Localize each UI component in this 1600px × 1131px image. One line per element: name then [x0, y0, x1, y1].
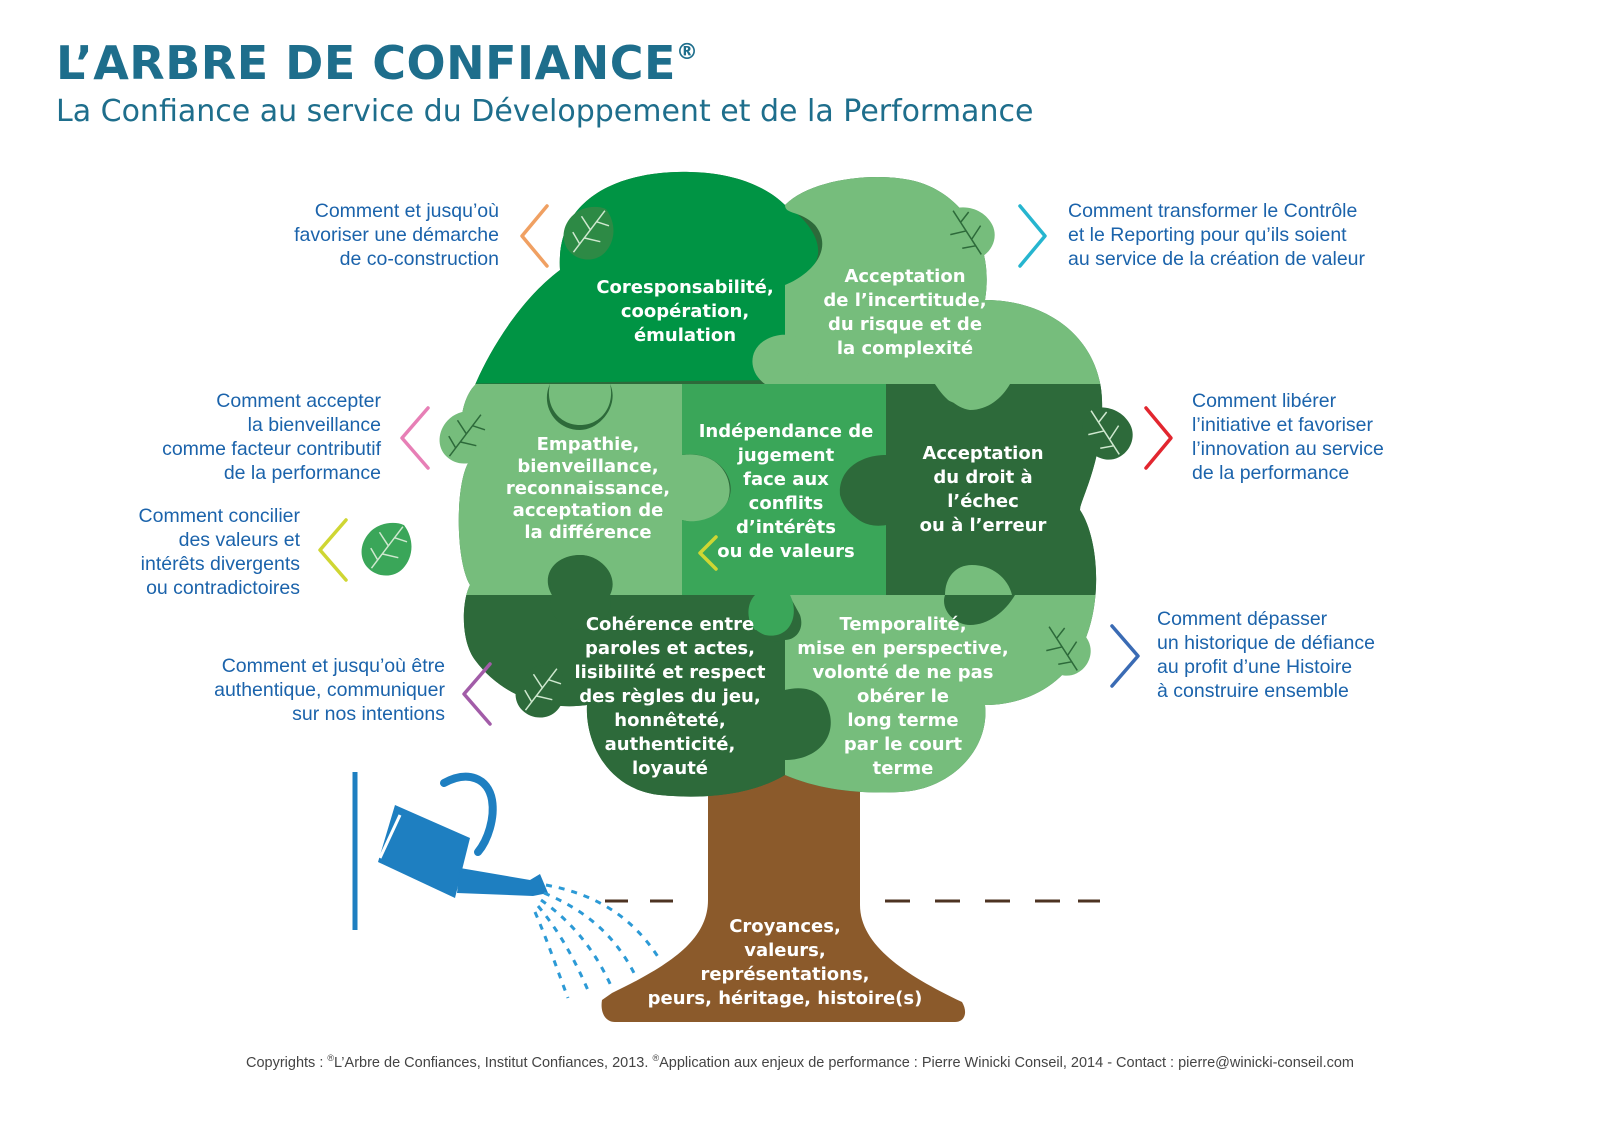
piece-text-line: du risque et de — [828, 314, 982, 335]
piece-text-line: mise en perspective, — [797, 638, 1008, 659]
piece-text-line: la différence — [524, 522, 651, 543]
piece-text-line: ou à l’erreur — [920, 515, 1047, 536]
text-center: Indépendance de jugement face aux conflits d… — [699, 421, 874, 562]
chevron-left-icon-pink — [400, 406, 430, 470]
text-mid-left: Empathie,bienveillance,reconnaissance,ac… — [506, 434, 670, 543]
footer-copyright: Copyrights : ®L’Arbre de Confiances, Ins… — [246, 1053, 1354, 1071]
chevron-left-icon-lime — [318, 518, 348, 582]
chevron-right-icon-cyan — [1018, 204, 1047, 268]
chevron-right-icon-red — [1144, 406, 1173, 470]
leaf-icon — [505, 653, 578, 728]
piece-text-line: reconnaissance, — [506, 478, 670, 499]
piece-text-line: peurs, héritage, histoire(s) — [648, 988, 923, 1009]
leaf-icon — [429, 399, 502, 474]
piece-text-line: Indépendance de — [699, 421, 874, 442]
text-bottom-right: Temporalité, mise en perspective, volonté … — [797, 614, 1008, 779]
piece-text-line: conflits — [749, 493, 824, 514]
question-controle-reporting: Comment transformer le Contrôle et le Re… — [1068, 200, 1366, 270]
puzzle-tab-lower-right — [945, 565, 1012, 595]
text-mid-right: Acceptation du droit à l’échec ou à l’erreu… — [920, 443, 1047, 536]
piece-text-line: volonté de ne pas — [813, 662, 994, 683]
piece-text-line: valeurs, — [744, 940, 826, 961]
piece-text-line: Cohérence entre — [586, 614, 754, 635]
puzzle-tab-lower-left — [550, 555, 612, 595]
piece-text-line: terme — [873, 758, 934, 779]
text-top-right: Acceptation de l’incertitude, du risque et… — [823, 266, 986, 359]
puzzle-tab-bottom — [748, 595, 794, 636]
question-historique-defiance: Comment dépasser un historique de défian… — [1157, 608, 1375, 702]
question-authenticite: Comment et jusqu’où être authentique, co… — [214, 655, 445, 725]
piece-text-line: ou de valeurs — [717, 541, 854, 562]
leaf-icon — [932, 195, 1005, 270]
piece-mid-right — [839, 384, 1103, 595]
chevron-left-icon-purple — [462, 662, 492, 726]
piece-text-line: par le court — [844, 734, 963, 755]
page-title: L’ARBRE DE CONFIANCE® — [56, 36, 699, 90]
piece-text-line: l’échec — [947, 491, 1019, 512]
piece-text-line: jugement — [737, 445, 835, 466]
piece-text-line: émulation — [634, 325, 736, 346]
question-valeurs-interets: Comment concilier des valeurs et intérêt… — [138, 505, 300, 599]
piece-text-line: honnêteté, — [614, 710, 725, 731]
leaf-icon — [553, 195, 626, 270]
piece-text-line: paroles et actes, — [585, 638, 755, 659]
piece-mid-left — [458, 384, 730, 595]
piece-text-line: face aux — [743, 469, 829, 490]
piece-text-line: du droit à — [933, 467, 1032, 488]
puzzle-tab-right — [935, 384, 1010, 410]
piece-text-line: lisibilité et respect — [575, 662, 766, 683]
piece-text-line: d’intérêts — [736, 517, 836, 538]
question-bienveillance: Comment accepter la bienveillance comme … — [162, 390, 381, 484]
text-roots: Croyances, valeurs, représentations, peurs,… — [648, 916, 923, 1009]
piece-text-line: coopération, — [621, 301, 749, 322]
text-top-left: Coresponsabilité, coopération, émulation — [596, 277, 773, 346]
piece-text-line: obérer le — [857, 686, 949, 707]
watering-can-icon — [352, 772, 662, 999]
leaf-icon — [1028, 611, 1101, 686]
piece-text-line: authenticité, — [605, 734, 736, 755]
chevron-right-icon-blue — [1110, 624, 1140, 688]
tree-trunk — [601, 760, 966, 1022]
piece-text-line: des règles du jeu, — [579, 686, 760, 707]
puzzle-tab-bottom-right — [785, 689, 830, 759]
piece-text-line: Empathie, — [537, 434, 640, 455]
piece-text-line: acceptation de — [513, 500, 664, 521]
piece-text-line: Croyances, — [729, 916, 841, 937]
question-initiative: Comment libérer l’initiative et favorise… — [1192, 390, 1384, 484]
piece-text-line: Coresponsabilité, — [596, 277, 773, 298]
puzzle-tab-upper-left — [548, 384, 612, 425]
piece-text-line: Temporalité, — [839, 614, 966, 635]
piece-text-line: Acceptation — [922, 443, 1043, 464]
chevron-left-icon-lime-small — [698, 535, 718, 571]
piece-text-line: de l’incertitude, — [823, 290, 986, 311]
piece-center — [682, 384, 886, 630]
piece-text-line: long terme — [847, 710, 958, 731]
piece-text-line: loyauté — [632, 758, 708, 779]
piece-text-line: représentations, — [700, 964, 869, 985]
leaf-icon — [351, 511, 424, 586]
page-subtitle: La Confiance au service du Développement… — [56, 94, 1034, 129]
text-bottom-left: Cohérence entre paroles et actes, lisibili… — [575, 614, 766, 779]
piece-text-line: bienveillance, — [517, 456, 658, 477]
puzzle-tab-top — [752, 334, 813, 384]
question-co-construction: Comment et jusqu’où favoriser une démarc… — [294, 200, 499, 270]
piece-text-line: la complexité — [837, 338, 973, 359]
chevron-left-icon-orange — [520, 204, 549, 268]
leaf-icon — [1070, 395, 1143, 470]
piece-text-line: Acceptation — [844, 266, 965, 287]
